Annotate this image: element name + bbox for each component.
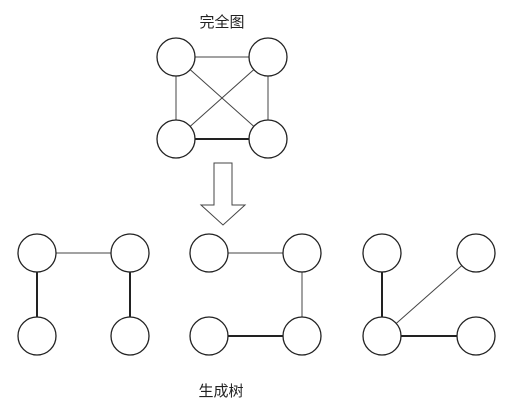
tree2-node-br (282, 316, 322, 356)
tree3-node-bl (362, 316, 402, 356)
node-bl (156, 119, 196, 159)
tree2-node-tr (282, 233, 322, 273)
tree1-node-tr (110, 233, 150, 273)
tree1-node-tl (17, 233, 57, 273)
spanning-tree-1 (17, 233, 150, 356)
node-tr (248, 37, 288, 77)
tree3-node-tr (456, 233, 496, 273)
spanning-tree-2 (189, 233, 322, 356)
tree2-node-tl (189, 233, 229, 273)
node-br (248, 119, 288, 159)
tree3-edge-bl-tr (381, 252, 477, 337)
down-arrow-icon (199, 162, 247, 226)
edge-tr-bl (175, 56, 269, 140)
complete-graph-nodes (156, 37, 288, 159)
tree1-node-bl (17, 316, 57, 356)
spanning-tree-title: 生成树 (198, 382, 243, 400)
complete-graph-title: 完全图 (199, 13, 244, 31)
tree1-node-br (110, 316, 150, 356)
tree2-node-bl (189, 316, 229, 356)
spanning-tree-3 (362, 233, 496, 356)
node-tl (156, 37, 196, 77)
tree3-node-tl (362, 233, 402, 273)
tree3-node-br (456, 316, 496, 356)
